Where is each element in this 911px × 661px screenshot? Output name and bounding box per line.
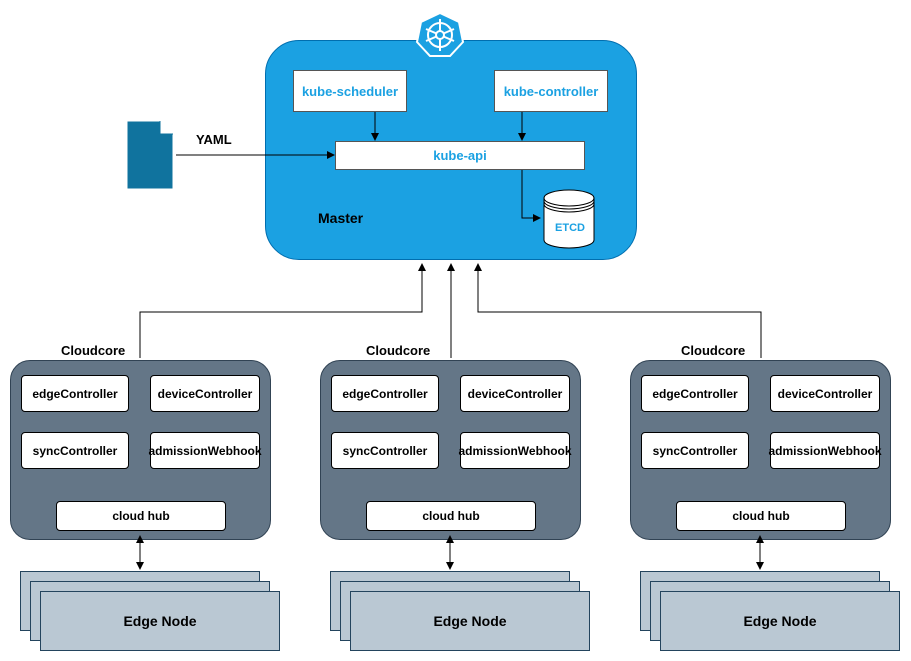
kubernetes-helm-icon: [415, 11, 465, 57]
cloud-hub-box-3: cloud hub: [676, 501, 846, 531]
admission-webhook-box-3: admissionWebhook: [768, 432, 882, 469]
device-controller-box-3: deviceController: [770, 375, 880, 412]
admission-webhook-box-2: admissionWebhook: [458, 432, 572, 469]
etcd-label: ETCD: [555, 222, 585, 234]
yaml-label: YAML: [196, 132, 232, 147]
yaml-document-icon: [126, 120, 174, 190]
etcd-database-icon: [543, 189, 595, 249]
cloudcore-label-2: Cloudcore: [366, 343, 431, 358]
cloudcore-label-1: Cloudcore: [61, 343, 126, 358]
sync-controller-box-1: syncController: [21, 432, 129, 469]
device-controller-box-1: deviceController: [150, 375, 260, 412]
sync-controller-box-3: syncController: [641, 432, 749, 469]
cloud-hub-box-2: cloud hub: [366, 501, 536, 531]
kube-scheduler-box: kube-scheduler: [293, 70, 407, 112]
cloud-hub-box-1: cloud hub: [56, 501, 226, 531]
sync-controller-box-2: syncController: [331, 432, 439, 469]
admission-webhook-box-1: admissionWebhook: [148, 432, 262, 469]
master-label: Master: [318, 210, 364, 226]
edge-controller-box-3: edgeController: [641, 375, 749, 412]
device-controller-box-2: deviceController: [460, 375, 570, 412]
edge-node-1: Edge Node: [40, 591, 280, 651]
cloudcore-label-3: Cloudcore: [681, 343, 746, 358]
edge-controller-box-2: edgeController: [331, 375, 439, 412]
kube-controller-box: kube-controller: [494, 70, 608, 112]
edge-node-3: Edge Node: [660, 591, 900, 651]
edge-controller-box-1: edgeController: [21, 375, 129, 412]
kube-api-box: kube-api: [335, 141, 585, 170]
edge-node-2: Edge Node: [350, 591, 590, 651]
